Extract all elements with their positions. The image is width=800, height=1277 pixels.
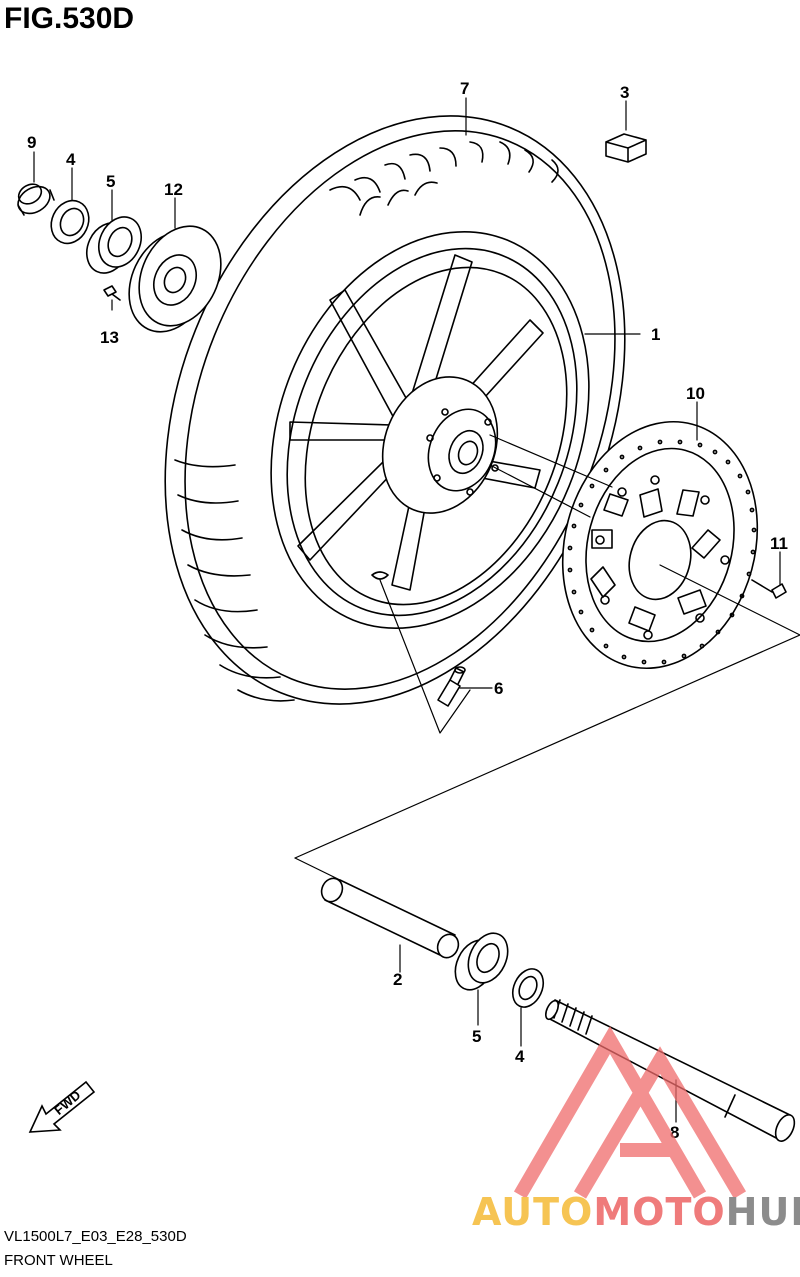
callout-13: 13 [100,328,119,347]
wheel-rim [270,230,590,630]
automotohub-wordmark: AUTOMOTOHUB [472,1190,800,1234]
leader-lines [33,97,800,1123]
figure-code: VL1500L7_E03_E28_530D [4,1228,187,1245]
wordmark-moto: MOTO [593,1190,726,1234]
callout-12: 12 [164,180,183,199]
callout-4-lower: 4 [515,1047,525,1066]
hub-cover [128,225,222,333]
callout-2: 2 [393,970,402,989]
brake-disc [561,420,759,670]
oil-seal-lower [511,968,545,1008]
automotohub-logo-icon [513,1026,747,1199]
callout-4-upper: 4 [66,150,76,169]
oil-seal-upper [50,199,90,245]
callout-11: 11 [770,534,788,553]
tire-valve [437,666,466,707]
figure-title: FIG.530D [4,2,135,35]
callout-7: 7 [460,79,469,98]
callout-1: 1 [651,325,660,344]
callout-8: 8 [670,1123,679,1142]
wordmark-hub: HUB [725,1190,800,1234]
cover-screw [103,285,121,301]
disc-bolt [751,579,787,599]
balance-weight [605,133,647,163]
wordmark-auto: AUTO [472,1190,594,1234]
callout-5-upper: 5 [106,172,115,191]
bearing-lower [454,932,509,991]
dust-seal [17,183,55,216]
figure-name: FRONT WHEEL [4,1252,113,1269]
callout-5-lower: 5 [472,1027,481,1046]
callout-6: 6 [494,679,503,698]
forward-direction-icon: FWD [28,1080,96,1133]
callout-3: 3 [620,83,629,102]
callout-9: 9 [27,133,36,152]
axle-spacer [320,877,460,959]
callout-10: 10 [686,384,705,403]
bearing-upper [86,216,142,274]
